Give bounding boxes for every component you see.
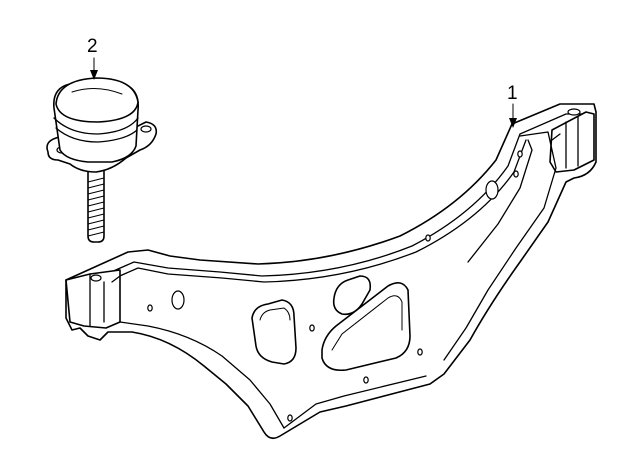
crossmember-left-end <box>65 269 121 329</box>
callout-2-arrowhead <box>90 70 98 80</box>
crossmember-outline <box>65 103 597 440</box>
crossmember-cutout-right <box>321 282 411 372</box>
mount-stud <box>87 169 105 243</box>
callout-2-label: 2 <box>87 36 98 57</box>
callout-1: 1 <box>507 83 518 128</box>
engine-mount <box>46 77 158 243</box>
callout-2: 2 <box>87 36 98 80</box>
callout-1-arrowhead <box>509 118 517 128</box>
mount-dome <box>55 77 139 123</box>
crossmember-cutout-left <box>251 299 297 365</box>
crossmember-right-end <box>549 111 595 173</box>
crossmember-cutout-center <box>332 275 372 316</box>
crossmember <box>65 103 597 440</box>
callout-1-label: 1 <box>507 83 518 104</box>
